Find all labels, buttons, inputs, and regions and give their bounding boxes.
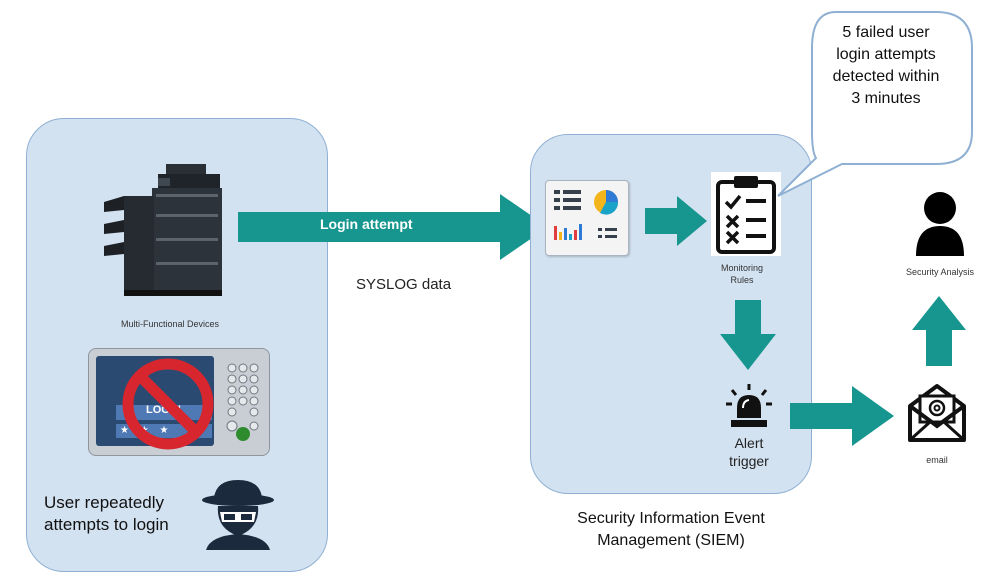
login-attempt-arrow: [238, 194, 548, 260]
callout-bubble: [777, 11, 973, 197]
person-icon: [916, 192, 964, 256]
alert-trigger-label: Alert trigger: [729, 435, 769, 469]
email-label: email: [926, 455, 948, 465]
alert-to-email-arrow: [790, 386, 894, 446]
email-envelope-icon: [908, 384, 966, 442]
callout-text: 5 failed user login attempts detected wi…: [832, 24, 940, 107]
email-to-analyst-arrow: [912, 296, 966, 366]
rules-to-alert-arrow: [720, 300, 776, 370]
dashboard-graphics: [554, 190, 619, 240]
monitoring-rules-label: Monitoring Rules: [720, 263, 764, 285]
user-caption: User repeatedly attempts to login: [44, 493, 169, 534]
syslog-label: SYSLOG data: [356, 276, 452, 293]
dashboard-to-rules-arrow: [645, 196, 707, 246]
security-analysis-label: Security Analysis: [905, 267, 975, 277]
clipboard-checklist-icon: [716, 176, 776, 254]
alarm-siren-icon: [726, 384, 772, 427]
prohibited-icon: [122, 358, 214, 450]
device-label: Multi-Functional Devices: [120, 319, 220, 329]
siem-caption: Security Information Event Management (S…: [577, 510, 765, 549]
hacker-icon: [202, 480, 274, 550]
keypad-icon: [226, 363, 259, 441]
login-arrow-label: Login attempt: [320, 216, 413, 232]
multifunction-printer-icon: [104, 164, 222, 296]
